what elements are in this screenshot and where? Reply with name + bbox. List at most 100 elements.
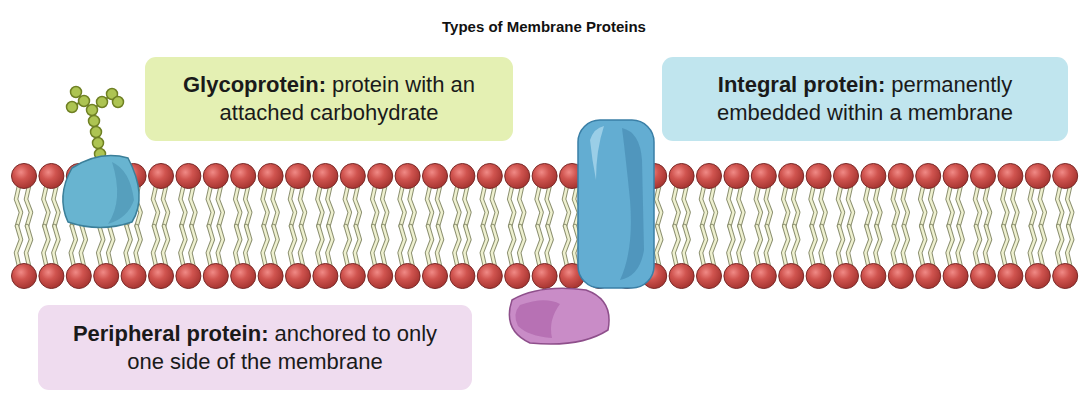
integral-protein-shape bbox=[578, 120, 654, 288]
lipid-tail-outline bbox=[875, 186, 880, 226]
lipid-tail-outline bbox=[71, 226, 76, 266]
lipid-tail bbox=[327, 226, 332, 266]
lipid-tail bbox=[793, 226, 798, 266]
lipid-tail-outline bbox=[153, 186, 158, 226]
lipid-tail bbox=[1040, 226, 1045, 266]
lipid-tail bbox=[290, 186, 295, 226]
lipid-tail bbox=[920, 226, 925, 266]
lipid-tail-outline bbox=[684, 186, 689, 226]
phospholipid-head bbox=[806, 264, 831, 289]
lipid-tail-outline bbox=[410, 186, 415, 226]
lipid-tail-outline bbox=[400, 226, 405, 266]
integral-protein-callout: Integral protein:permanently embedded wi… bbox=[662, 57, 1068, 141]
lipid-tail bbox=[1002, 186, 1007, 226]
lipid-tail-outline bbox=[756, 226, 761, 266]
phospholipid-head bbox=[149, 164, 174, 189]
lipid-tail bbox=[26, 186, 31, 226]
lipid-tail bbox=[317, 226, 322, 266]
phospholipid-head bbox=[368, 164, 393, 189]
carbohydrate-chain bbox=[67, 87, 124, 160]
lipid-tail-outline bbox=[701, 226, 706, 266]
lipid-tail bbox=[263, 186, 268, 226]
lipid-tail-outline bbox=[793, 226, 798, 266]
lipid-tail bbox=[674, 186, 679, 226]
lipid-tail bbox=[81, 226, 86, 266]
phospholipid-head bbox=[669, 164, 694, 189]
lipid-tail bbox=[811, 226, 816, 266]
lipid-tail-outline bbox=[163, 226, 168, 266]
lipid-tail-outline bbox=[711, 186, 716, 226]
lipid-tail bbox=[437, 226, 442, 266]
lipid-tail-outline bbox=[1057, 186, 1062, 226]
lipid-tail bbox=[509, 226, 514, 266]
phospholipid-head bbox=[751, 264, 776, 289]
lipid-tail bbox=[684, 226, 689, 266]
phospholipid-head bbox=[94, 264, 119, 289]
phospholipid-head bbox=[286, 164, 311, 189]
lipid-tail bbox=[975, 226, 980, 266]
lipid-tail bbox=[793, 186, 798, 226]
lipid-tail bbox=[98, 226, 103, 266]
lipid-tail-outline bbox=[728, 186, 733, 226]
lipid-tail-outline bbox=[1067, 226, 1072, 266]
lipid-tail bbox=[893, 226, 898, 266]
lipid-tail bbox=[509, 186, 514, 226]
phospholipid-head bbox=[395, 164, 420, 189]
lipid-tail bbox=[766, 186, 771, 226]
lipid-tail bbox=[372, 186, 377, 226]
lipid-tail-outline bbox=[26, 226, 31, 266]
lipid-tail-outline bbox=[865, 186, 870, 226]
lipid-tail-outline bbox=[728, 226, 733, 266]
phospholipid-head bbox=[505, 164, 530, 189]
lipid-tail-outline bbox=[766, 226, 771, 266]
lipid-tail-outline bbox=[98, 226, 103, 266]
lipid-tail-outline bbox=[838, 226, 843, 266]
glycoprotein-callout: Glycoprotein:protein with an attached ca… bbox=[145, 57, 513, 141]
lipid-tail bbox=[1057, 226, 1062, 266]
lipid-tail bbox=[848, 226, 853, 266]
lipid-tail-outline bbox=[848, 186, 853, 226]
lipid-tail bbox=[492, 186, 497, 226]
lipid-tail bbox=[519, 226, 524, 266]
lipid-tail bbox=[738, 186, 743, 226]
lipid-tail bbox=[454, 186, 459, 226]
lipid-tail bbox=[711, 186, 716, 226]
phospholipid-head bbox=[176, 164, 201, 189]
phospholipid-head bbox=[888, 164, 913, 189]
integral-protein-highlight bbox=[590, 126, 604, 180]
diagram-title: Types of Membrane Proteins bbox=[0, 18, 1088, 35]
lipid-tail-outline bbox=[245, 186, 250, 226]
lipid-tail-outline bbox=[930, 186, 935, 226]
lipid-tail bbox=[53, 186, 58, 226]
lipid-tail bbox=[1040, 186, 1045, 226]
lipid-tail-outline bbox=[793, 186, 798, 226]
lipid-tail-outline bbox=[136, 226, 141, 266]
lipid-tail bbox=[920, 186, 925, 226]
lipid-tail bbox=[464, 226, 469, 266]
lipid-tail-outline bbox=[190, 226, 195, 266]
phospholipid-head bbox=[258, 264, 283, 289]
lipid-tail-outline bbox=[26, 186, 31, 226]
lipid-tail-outline bbox=[190, 186, 195, 226]
lipid-tail bbox=[684, 186, 689, 226]
phospholipid-head bbox=[532, 264, 557, 289]
lipid-tail-outline bbox=[492, 186, 497, 226]
lipid-tail-outline bbox=[300, 186, 305, 226]
phospholipid-head bbox=[998, 164, 1023, 189]
lipid-tail-outline bbox=[126, 226, 131, 266]
lipid-tail bbox=[190, 226, 195, 266]
lipid-tail bbox=[564, 226, 569, 266]
lipid-tail-outline bbox=[300, 226, 305, 266]
lipid-tail-outline bbox=[948, 186, 953, 226]
lipid-tail-outline bbox=[711, 226, 716, 266]
lipid-tail bbox=[427, 186, 432, 226]
lipid-tail-outline bbox=[958, 186, 963, 226]
glycoprotein-shade bbox=[108, 162, 134, 224]
phospholipid-head bbox=[751, 164, 776, 189]
phospholipid-head bbox=[450, 164, 475, 189]
lipid-tail-outline bbox=[656, 186, 661, 226]
callout-heading: Peripheral protein: bbox=[73, 320, 269, 348]
lipid-tail bbox=[136, 226, 141, 266]
lipid-tail bbox=[126, 226, 131, 266]
lipid-tail-outline bbox=[1040, 186, 1045, 226]
